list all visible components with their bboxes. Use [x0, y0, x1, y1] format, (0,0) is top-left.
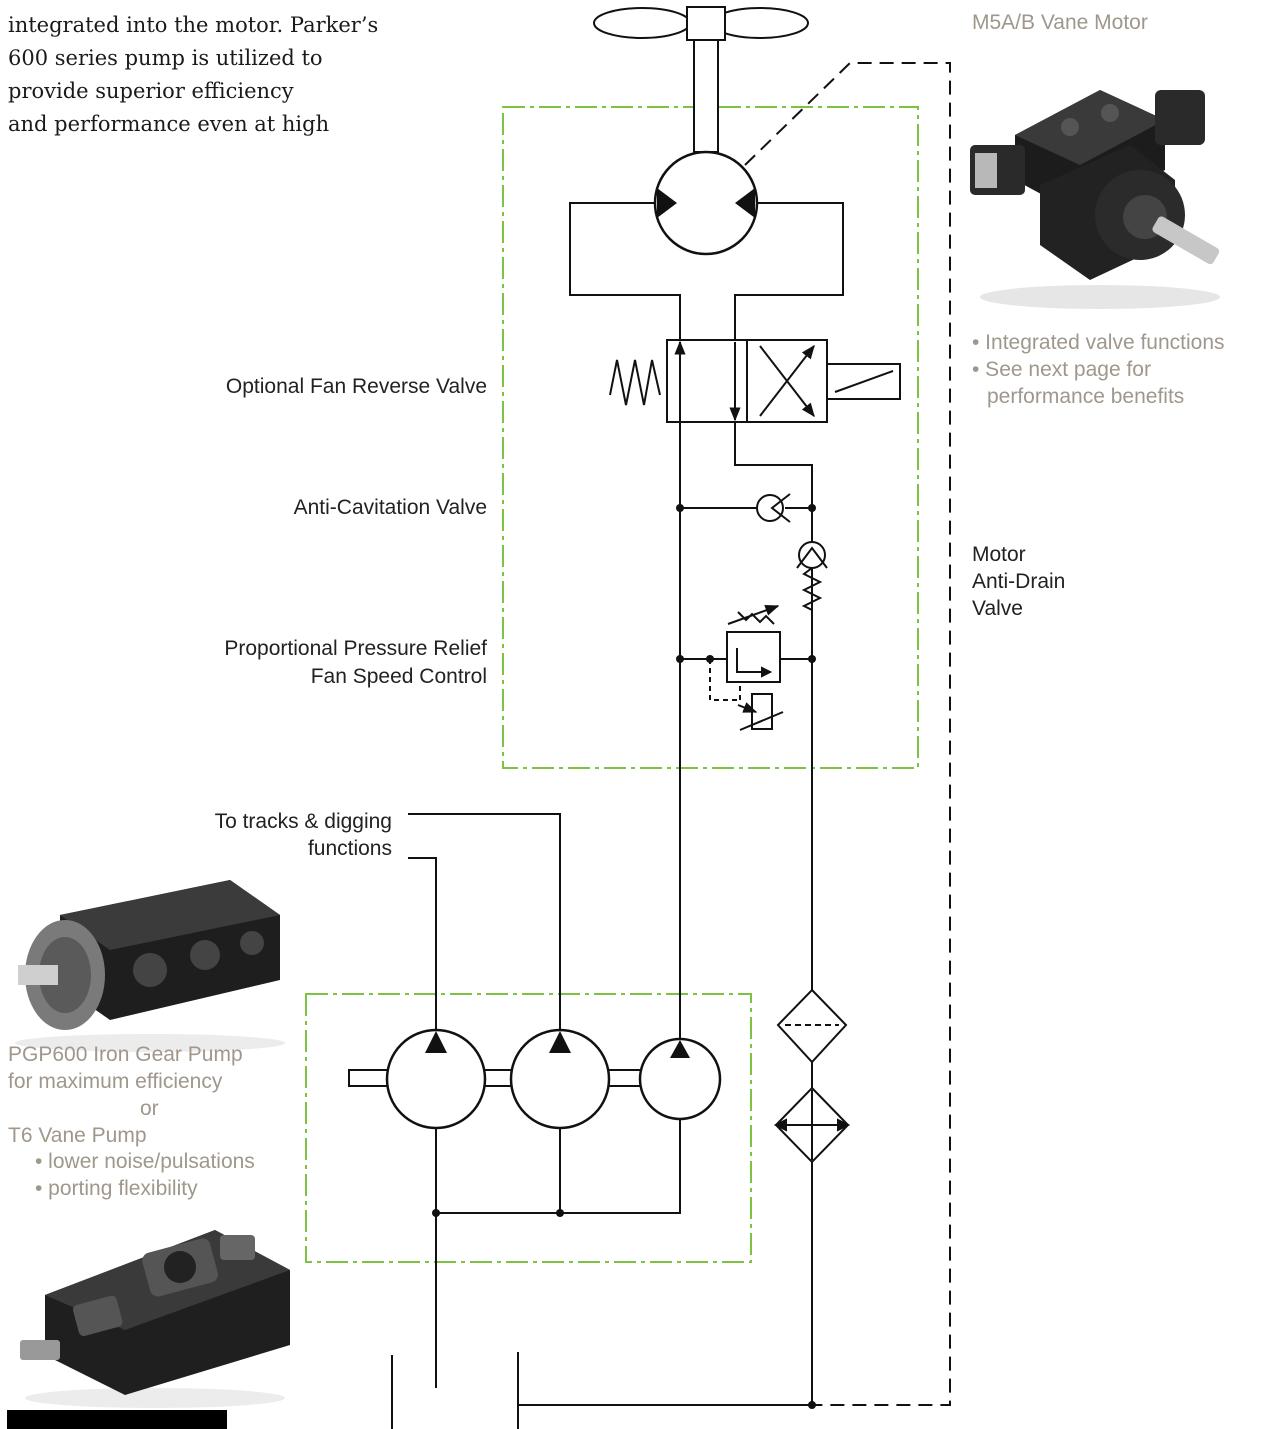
label-anti-drain-line3: Valve	[972, 597, 1023, 620]
fan-icon	[593, 6, 809, 153]
label-ppr-line1: Proportional Pressure Relief	[224, 637, 487, 660]
intro-text-line1: integrated into the motor. Parker’s	[8, 13, 379, 37]
label-fan-reverse-valve: Optional Fan Reverse Valve	[225, 375, 487, 398]
label-tracks-line2: functions	[307, 837, 392, 860]
motor-panel-title: M5A/B Vane Motor	[972, 11, 1148, 34]
cooler-symbol	[773, 1086, 851, 1164]
intro-text-line2: 600 series pump is utilized to	[8, 46, 323, 70]
pressure-relief-valve-symbol	[709, 604, 784, 731]
motor-loop-lines	[569, 202, 844, 340]
motor-panel-bullet2: • See next page for	[972, 358, 1151, 381]
label-anti-cavitation-valve: Anti-Cavitation Valve	[293, 496, 487, 519]
pump-panel-line4: T6 Vane Pump	[8, 1124, 147, 1147]
pump-panel-or: or	[140, 1097, 159, 1120]
motor-panel-bullet2-cont: performance benefits	[987, 385, 1185, 408]
filter-symbol	[776, 988, 848, 1064]
vane-motor-symbol	[653, 150, 759, 256]
vane-motor-photo	[970, 90, 1220, 309]
vane-pump-photo	[20, 1230, 290, 1408]
pump-panel-bullet1: • lower noise/pulsations	[35, 1150, 255, 1173]
label-anti-drain-line2: Anti-Drain	[972, 570, 1066, 593]
main-lines	[679, 422, 813, 1405]
pump-lines	[391, 813, 812, 1429]
pump-assembly-boundary	[305, 993, 752, 1263]
anti-drain-valve-symbol	[796, 541, 828, 611]
intro-text-line3: provide superior efficiency	[8, 79, 294, 103]
label-tracks-line1: To tracks & digging	[214, 810, 392, 833]
drain-line	[744, 62, 951, 1406]
page-footer-bar	[7, 1410, 227, 1429]
motor-panel-bullet1: • Integrated valve functions	[972, 331, 1225, 354]
pump-panel-bullet2: • porting flexibility	[35, 1177, 198, 1200]
pump-panel-line2: for maximum efficiency	[8, 1070, 223, 1093]
label-anti-drain-line1: Motor	[972, 543, 1026, 566]
fan-reverse-valve-symbol	[609, 339, 901, 423]
intro-text-line4: and performance even at high	[8, 112, 330, 136]
gear-pump-photo	[15, 880, 285, 1052]
pump-symbols	[348, 1028, 722, 1130]
anti-cavitation-valve-symbol	[756, 493, 791, 523]
label-ppr-line2: Fan Speed Control	[310, 665, 487, 688]
pump-panel-line1: PGP600 Iron Gear Pump	[8, 1043, 243, 1066]
